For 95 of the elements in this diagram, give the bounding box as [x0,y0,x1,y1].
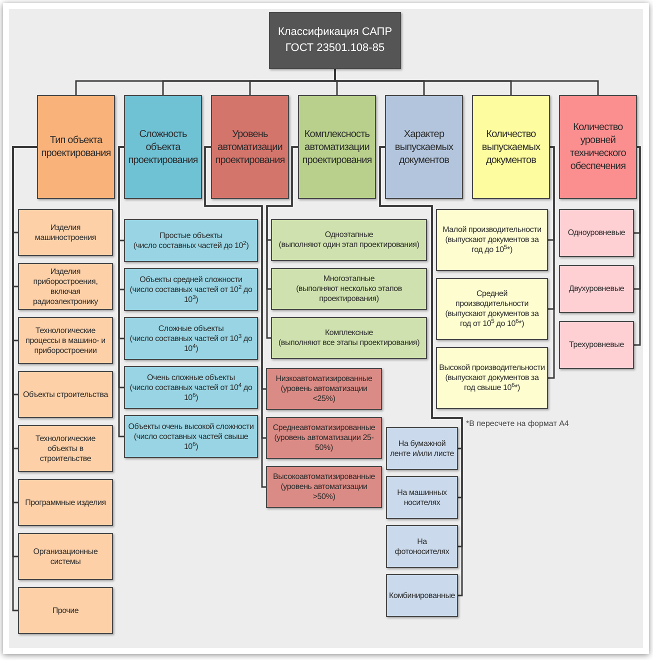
class-box [271,317,427,359]
class-box [386,427,458,470]
connector-line [548,146,555,379]
class-box [18,317,113,364]
class-box [124,366,258,409]
category-box [37,95,115,199]
connector-line [334,69,599,95]
connector-line [266,146,298,339]
class-name: Низкоавтоматизированные [276,374,372,384]
category-box [298,95,376,199]
class-note: (выпускают документов за год свыше 10$^{6}$*) [444,373,540,393]
class-name: Программные изделия [25,498,106,508]
class-box [271,219,427,261]
class-name: Одноэтапные [324,230,374,240]
category-label: Комплексность автоматизации проектирования [301,128,373,166]
class-box [266,368,382,410]
class-note: (уровень автоматизации >50%) [280,482,368,502]
category-label: Сложность объекта проектирования [127,128,199,166]
class-name: Технологические объекты в строительстве [34,434,97,464]
class-note: (выполняют несколько этапов проектирования) [295,284,403,304]
class-name: Изделия приборостроения, включая радиоэлектронику [32,266,99,306]
class-box [266,417,382,459]
class-box [18,425,113,472]
category-label: Уровень автоматизации проектирования [214,128,286,166]
class-note: (выпускают документов за год до 10$^{5}$*) [444,235,540,255]
class-note: (число составных частей от 10$^{2}$ до 10$^{3}$) [128,284,254,304]
class-box [124,415,258,458]
class-name: Изделия машиностроения [34,222,98,242]
class-box [386,476,458,519]
connector-line [634,146,641,346]
category-box [472,95,550,199]
class-name: Высокой производительности [439,363,545,373]
class-box [436,278,548,340]
class-box [559,265,634,313]
class-name: Объекты строительства [23,390,108,400]
class-note: (выполняют один этап проектирования) [278,240,420,250]
class-box [18,371,113,418]
class-box [18,587,113,634]
class-box [18,209,113,256]
class-box [436,347,548,409]
class-name: Технологические процессы в машино- и приборостроении [24,326,106,356]
class-note: (число составных частей свыше 10$^{6}$) [132,432,250,452]
class-box [271,268,427,310]
class-name: Многоэтапные [323,274,375,284]
class-name: Объекты средней сложности [140,274,242,284]
class-note: (выпускают документов за год от 10$^{5}$ до 10$^{6}$*) [444,309,540,329]
class-name: Среднеавтоматизированные [272,423,376,433]
class-note: (выполняют все этапы проектирования) [278,338,420,348]
class-box [18,263,113,310]
class-name: Комплексные [324,328,374,338]
category-box [124,95,202,199]
class-name: Объекты очень высокой сложности [128,422,254,432]
category-box [559,95,637,199]
category-box [385,95,463,199]
class-name: Простые объекты [160,230,222,240]
category-label: Характер выпускаемых документов [394,128,454,166]
title-box [269,12,401,69]
connector-line [204,146,266,488]
class-note: (уровень автоматизации <25%) [280,384,368,404]
class-box [124,317,258,360]
class-name: Одноуровневые [568,228,626,238]
title-text: Классификация САПР ГОСТ 23501.108-85 [276,24,394,56]
class-name: Средней производительности [454,289,530,309]
class-box [386,525,458,568]
class-name: Прочие [52,606,79,616]
class-note: (число составных частей до 10$^{2}$) [133,240,249,250]
class-name: Малой производительности [442,225,542,235]
class-box [18,479,113,526]
footnote: *В пересчете на формат А4 [466,419,569,429]
class-box [436,209,548,271]
class-name: Высокоавтоматизированные [273,472,375,482]
category-label: Количество уровней технического обеспечения [569,121,627,173]
class-box [559,209,634,257]
class-name: Организационные системы [32,546,99,566]
class-name: Сложные объекты [158,324,224,334]
class-name: Трехуровневые [569,340,624,350]
class-box [386,574,458,617]
category-box [211,95,289,199]
class-box [18,533,113,580]
class-name: Очень сложные объекты [147,372,235,382]
category-label: Количество выпускаемых документов [480,128,542,166]
class-box [124,268,258,311]
class-note: (число составных частей от 10$^{3}$ до 10$^{4}$) [128,334,254,354]
class-note: (уровень автоматизации 25-50%) [273,433,375,453]
class-name: Комбинированные [389,590,456,600]
class-note: (число составных частей от 10$^{4}$ до 10$^{6}$) [128,382,254,402]
category-label: Тип объекта проектирования [40,134,112,160]
class-box [124,219,258,262]
class-name: На фотоносителях [394,536,450,556]
class-name: На бумажной ленте и/или листе [389,438,455,458]
class-name: Двухуровневые [568,284,624,294]
class-box [559,321,634,369]
connector-line [118,146,124,438]
class-name: На машинных носителях [396,488,448,508]
class-box [266,466,382,508]
